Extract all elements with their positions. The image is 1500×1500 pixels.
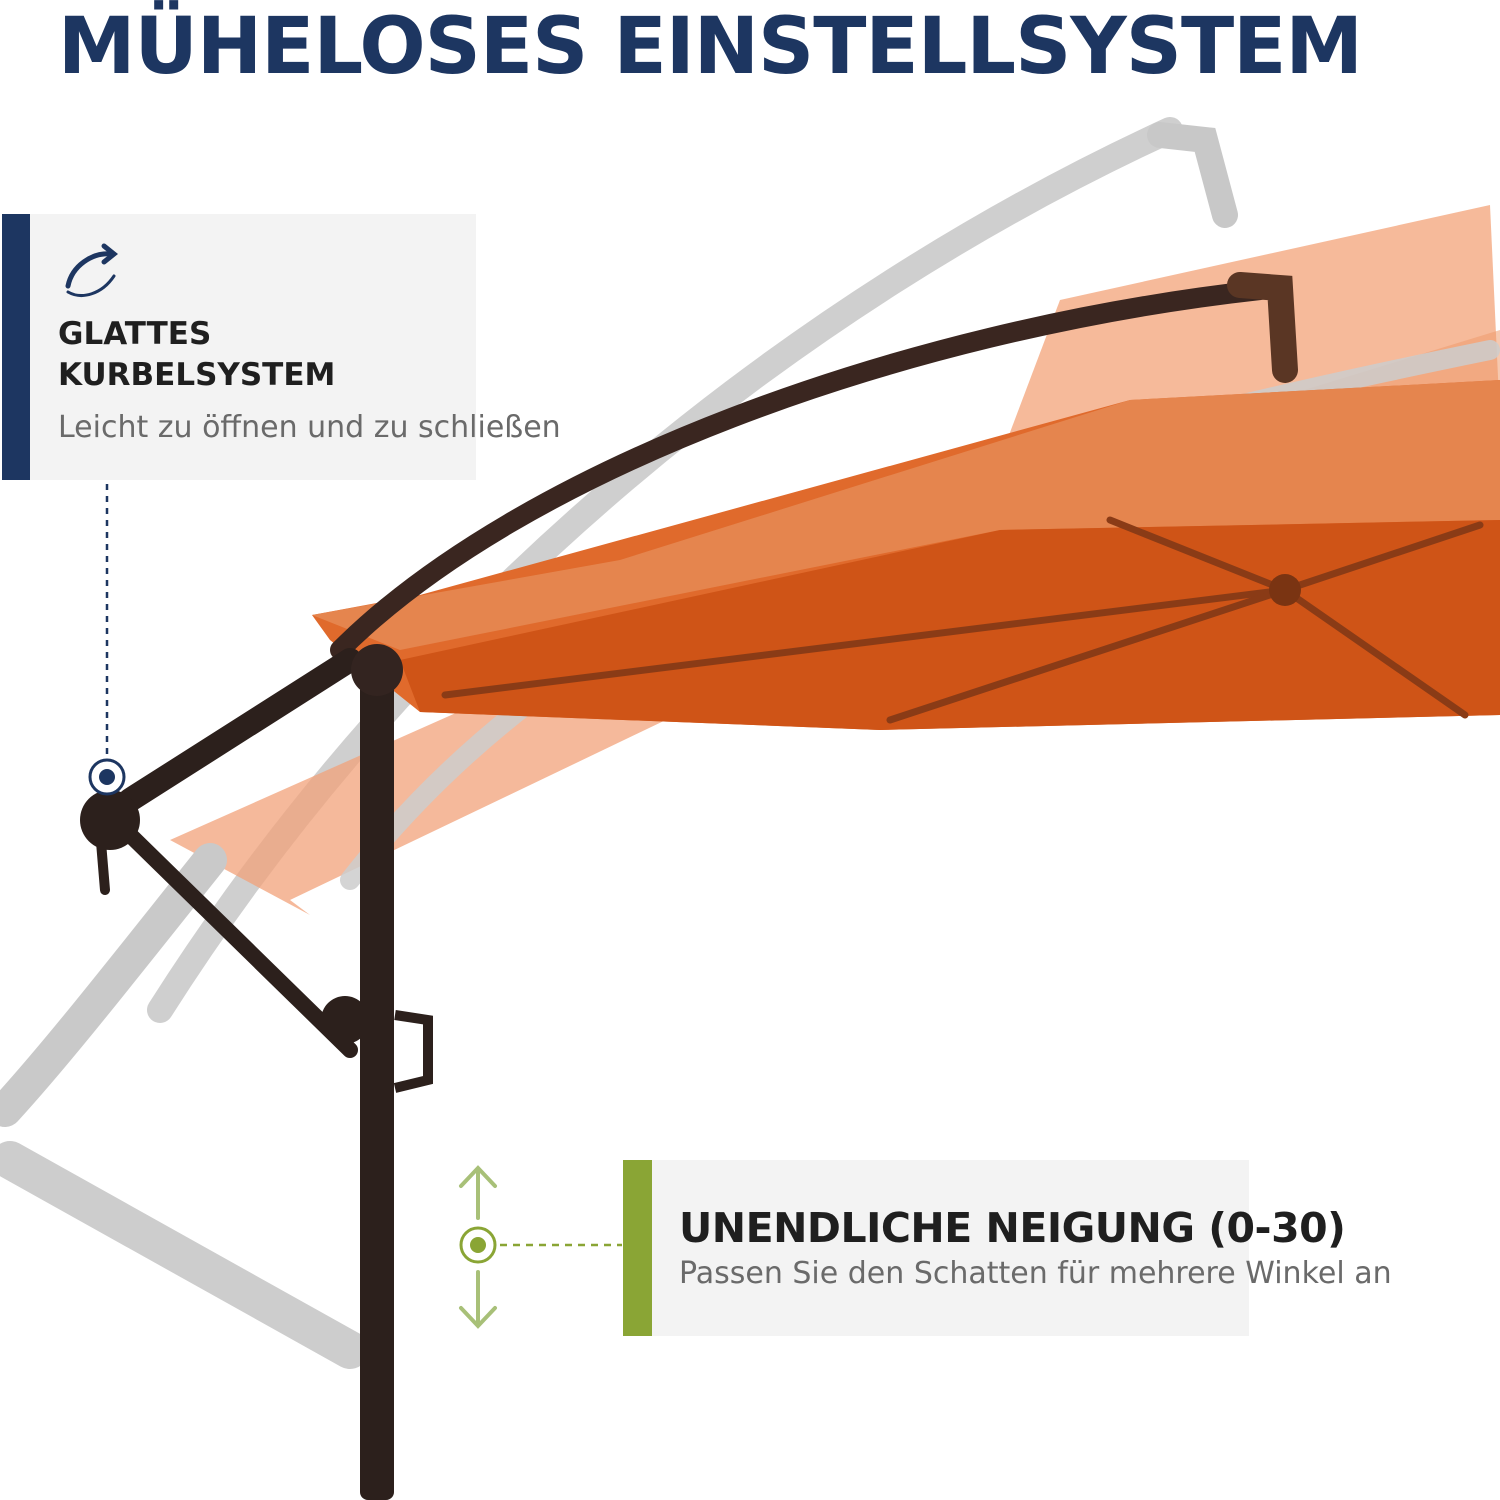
ghost-leg [0,1141,369,1369]
rotation-arrow-icon [65,243,119,297]
arm-lower-section [118,648,362,812]
crank-feature-card: GLATTES KURBELSYSTEM Leicht zu öffnen un… [2,214,561,480]
page-title: MÜHELOSES EINSTELLSYSTEM [57,2,1363,92]
ghost-pole [0,843,227,1127]
up-down-arrows-icon [459,1165,497,1329]
tilt-subtitle: Passen Sie den Schatten für mehrere Wink… [679,1256,1392,1291]
canopy-underside [400,520,1500,730]
canopy-hub [1269,574,1301,606]
brace [117,822,358,1058]
crank-heading-line1: GLATTES [58,316,212,352]
canopy-ribs [441,516,1484,724]
arm-joint [1227,272,1298,383]
pole-top-joint [351,644,403,696]
pole [360,660,394,1500]
tilt-handle [393,1010,433,1093]
card-accent-bar [623,1160,652,1336]
crank-handle [95,825,110,895]
crank-housing [80,790,140,850]
crank-heading: GLATTES KURBELSYSTEM [58,314,458,396]
lock-knob [321,996,369,1044]
main-arm [330,280,1270,660]
tilt-feature-card: UNENDLICHE NEIGUNG (0-30) Passen Sie den… [623,1160,1392,1336]
crank-heading-line2: KURBELSYSTEM [58,357,336,393]
canopy-top [312,380,1500,650]
crank-subtitle: Leicht zu öffnen und zu schließen [58,410,561,445]
ghost-arm-joint [1147,122,1238,228]
tilt-heading: UNENDLICHE NEIGUNG (0-30) [679,1204,1346,1252]
crank-marker-dot [99,769,115,785]
card-accent-bar [2,214,30,480]
